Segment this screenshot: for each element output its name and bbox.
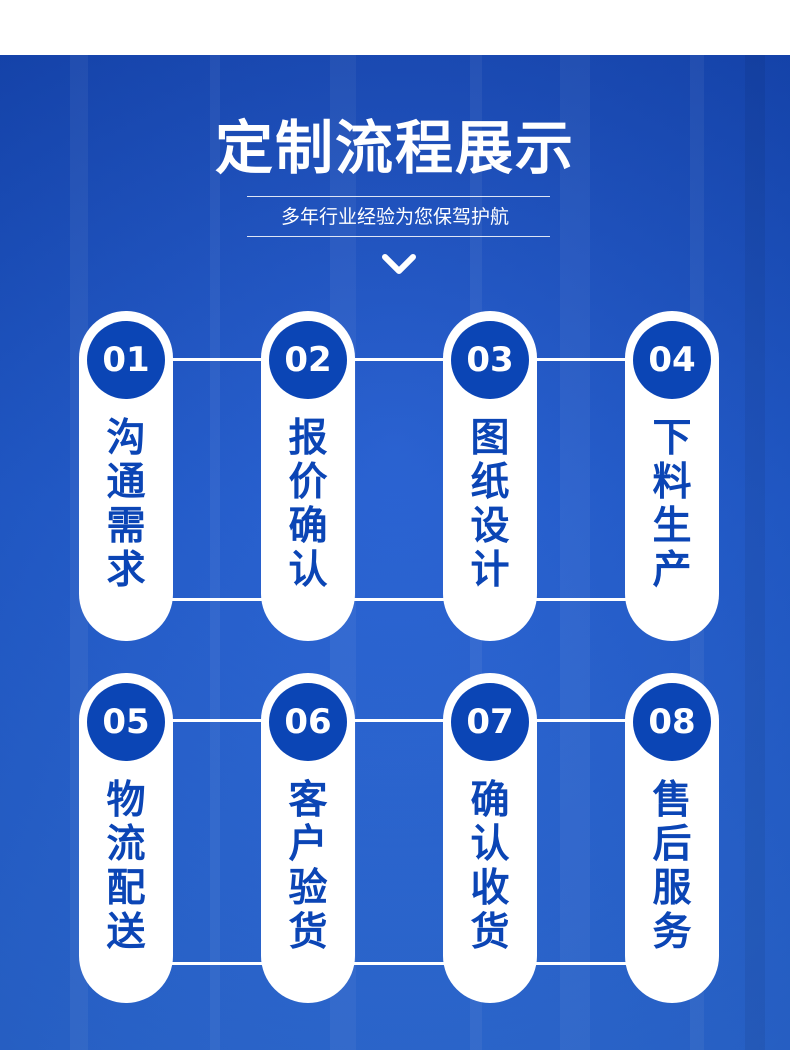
- step-label-char: 价: [288, 460, 328, 505]
- step-card-01: 01 沟 通 需 求: [79, 311, 173, 641]
- step-number-badge: 05: [87, 683, 165, 761]
- connector-line: [125, 719, 673, 722]
- step-label-char: 务: [652, 910, 692, 955]
- step-label-char: 送: [106, 910, 146, 955]
- step-label: 物 流 配 送: [79, 779, 173, 955]
- step-label-char: 后: [652, 822, 692, 867]
- connector-line: [125, 962, 673, 965]
- step-label-char: 报: [288, 416, 328, 461]
- step-label-char: 产: [652, 548, 692, 593]
- step-number-badge: 03: [451, 321, 529, 399]
- step-label-char: 验: [288, 866, 328, 911]
- subtitle-bottom-rule: [247, 236, 550, 237]
- step-card-08: 08 售 后 服 务: [625, 673, 719, 1003]
- step-number-badge: 01: [87, 321, 165, 399]
- page-title: 定制流程展示: [214, 114, 575, 182]
- step-number-badge: 07: [451, 683, 529, 761]
- step-label-char: 求: [106, 548, 146, 593]
- step-label-char: 沟: [106, 416, 146, 461]
- step-label-char: 服: [652, 866, 692, 911]
- step-label-char: 料: [652, 460, 692, 505]
- background-stripe: [560, 55, 590, 1050]
- step-label-char: 售: [652, 778, 692, 823]
- step-number-badge: 08: [633, 683, 711, 761]
- step-label-char: 计: [470, 548, 510, 593]
- step-label-char: 配: [106, 866, 146, 911]
- step-number-badge: 02: [269, 321, 347, 399]
- subtitle-top-rule: [247, 196, 550, 197]
- step-label-char: 物: [106, 778, 146, 823]
- connector-line: [125, 358, 673, 361]
- step-label: 售 后 服 务: [625, 779, 719, 955]
- step-card-02: 02 报 价 确 认: [261, 311, 355, 641]
- step-card-03: 03 图 纸 设 计: [443, 311, 537, 641]
- chevron-down-icon: [382, 254, 416, 274]
- step-label-char: 需: [106, 504, 146, 549]
- step-number-badge: 04: [633, 321, 711, 399]
- step-card-06: 06 客 户 验 货: [261, 673, 355, 1003]
- connector-line: [125, 598, 673, 601]
- step-label-char: 设: [470, 504, 510, 549]
- step-label-char: 认: [470, 822, 510, 867]
- step-label: 客 户 验 货: [261, 779, 355, 955]
- step-card-05: 05 物 流 配 送: [79, 673, 173, 1003]
- step-label-char: 户: [288, 822, 328, 867]
- step-label-char: 货: [470, 910, 510, 955]
- step-label: 下 料 生 产: [625, 417, 719, 593]
- step-label: 沟 通 需 求: [79, 417, 173, 593]
- step-label-char: 纸: [470, 460, 510, 505]
- step-label-char: 流: [106, 822, 146, 867]
- step-label: 确 认 收 货: [443, 779, 537, 955]
- step-label-char: 确: [470, 778, 510, 823]
- step-label: 报 价 确 认: [261, 417, 355, 593]
- step-label-char: 下: [652, 416, 692, 461]
- step-label-char: 图: [470, 416, 510, 461]
- page-subtitle: 多年行业经验为您保驾护航: [280, 206, 509, 228]
- step-label-char: 客: [288, 778, 328, 823]
- step-label-char: 生: [652, 504, 692, 549]
- step-label-char: 货: [288, 910, 328, 955]
- step-label-char: 通: [106, 460, 146, 505]
- step-number-badge: 06: [269, 683, 347, 761]
- background-stripe: [745, 55, 765, 1050]
- step-card-07: 07 确 认 收 货: [443, 673, 537, 1003]
- step-label-char: 认: [288, 548, 328, 593]
- step-card-04: 04 下 料 生 产: [625, 311, 719, 641]
- background-stripe: [210, 55, 220, 1050]
- step-label-char: 确: [288, 504, 328, 549]
- step-label: 图 纸 设 计: [443, 417, 537, 593]
- step-label-char: 收: [470, 866, 510, 911]
